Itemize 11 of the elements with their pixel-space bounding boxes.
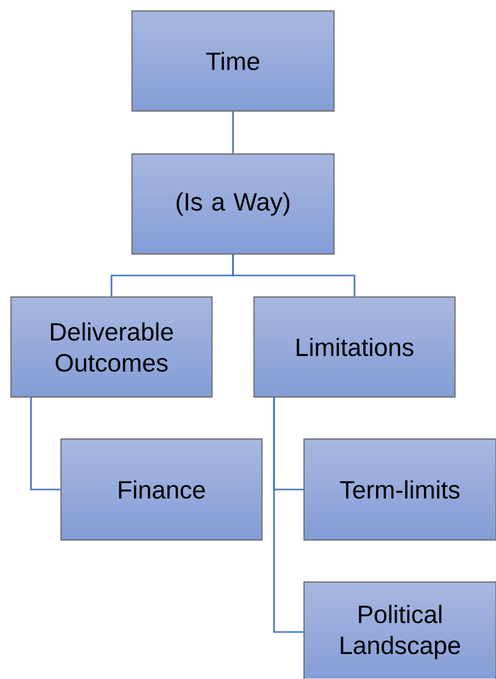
process-box: (Is a Way) (131, 153, 335, 255)
process-box: Political Landscape (303, 581, 496, 679)
connector-line (232, 254, 356, 296)
connector-line (273, 397, 304, 633)
process-box: Limitations (253, 296, 456, 398)
process-box: Time (131, 10, 335, 112)
process-box: Finance (60, 438, 263, 541)
connector-line (30, 397, 60, 490)
process-box: Deliverable Outcomes (10, 296, 213, 398)
connector-line (232, 112, 234, 154)
process-box: Term-limits (303, 438, 496, 541)
